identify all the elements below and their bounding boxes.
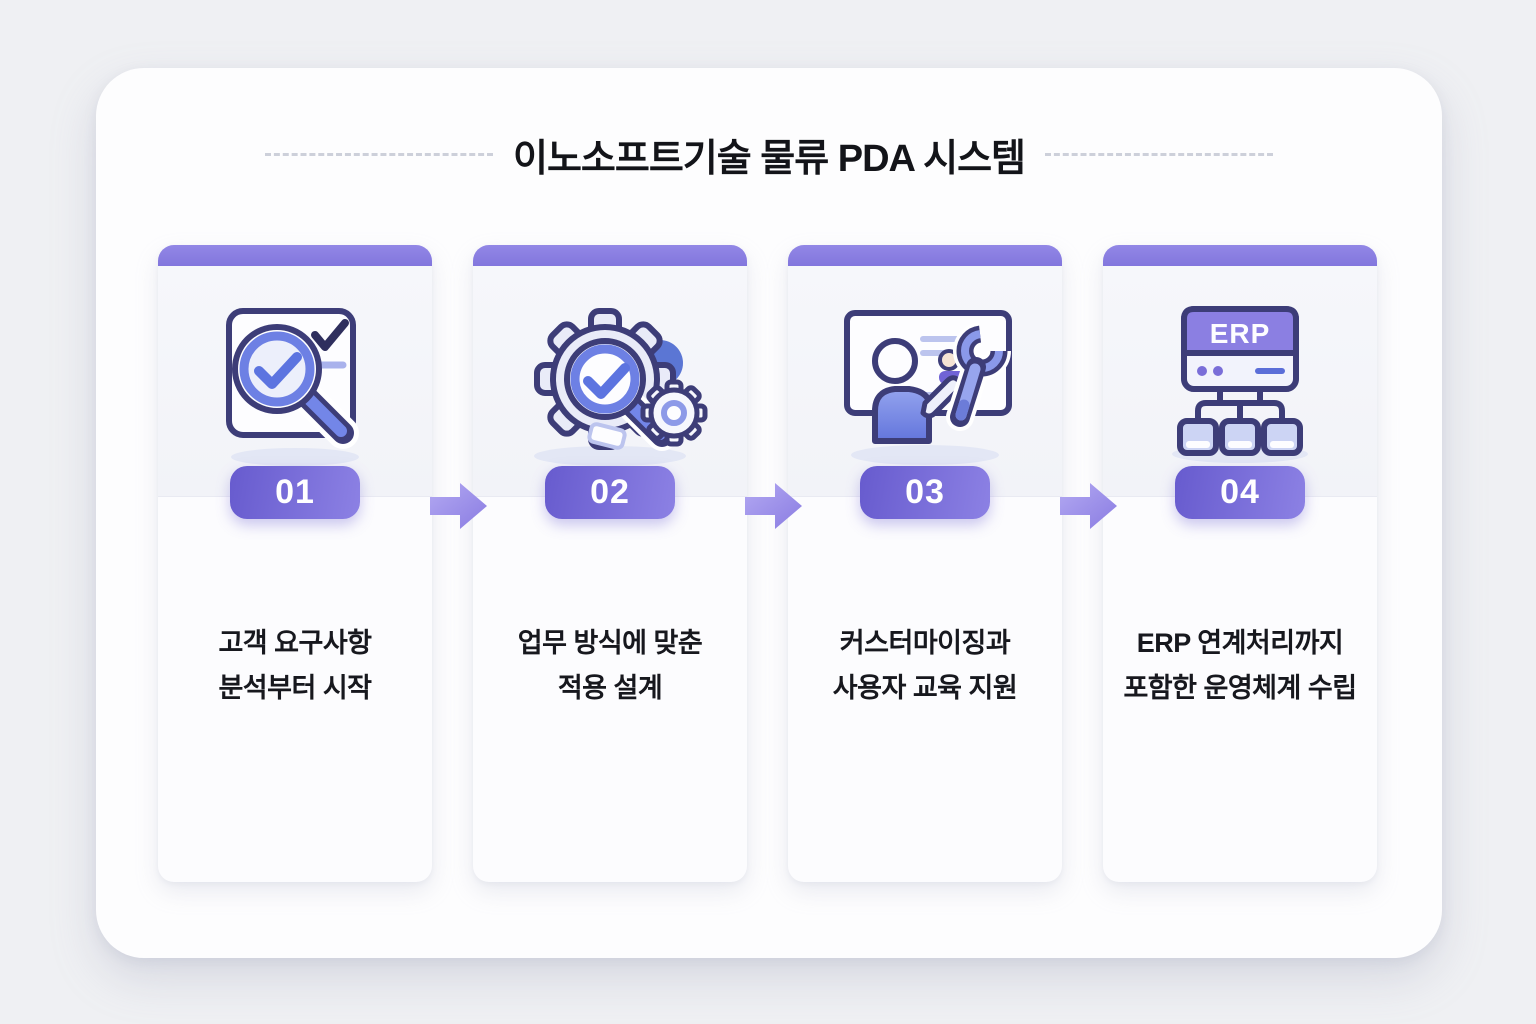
description-line-2: 포함한 운영체계 수립: [1123, 673, 1357, 703]
card-icon-area: [158, 266, 432, 497]
steps-row: 01 고객 요구사항 분석부터 시작: [158, 245, 1377, 882]
arrow-right-icon: [430, 483, 487, 529]
description-line-1: 고객 요구사항: [218, 628, 372, 658]
step-number-badge: 04: [1175, 466, 1305, 519]
svg-text:ERP: ERP: [1210, 318, 1271, 349]
description-line-1: ERP 연계처리까지: [1136, 628, 1344, 658]
step-number: 04: [1220, 473, 1260, 511]
step-description: 고객 요구사항 분석부터 시작: [166, 621, 424, 711]
title-dash-left: [264, 152, 493, 156]
step-number-badge: 03: [860, 466, 990, 519]
card-icon-area: ERP: [1103, 266, 1377, 497]
card-accent-bar: [1103, 245, 1377, 266]
card-accent-bar: [788, 245, 1062, 266]
description-line-2: 적용 설계: [557, 673, 663, 703]
gear-search-icon: [534, 308, 708, 466]
arrow-right-icon: [1060, 483, 1117, 529]
training-presentation-icon: [844, 310, 1012, 465]
step-card-4: ERP 04: [1103, 245, 1377, 882]
card-icon-area: [473, 266, 747, 497]
description-line-1: 커스터마이징과: [839, 628, 1011, 658]
search-checklist-icon: [226, 308, 359, 466]
step-number: 01: [275, 473, 315, 511]
step-description: 업무 방식에 맞춘 적용 설계: [481, 621, 739, 711]
title-dash-right: [1045, 152, 1273, 156]
description-line-2: 사용자 교육 지원: [832, 673, 1018, 703]
description-line-1: 업무 방식에 맞춘: [517, 628, 703, 658]
card-icon-area: [788, 266, 1062, 497]
arrow-right-icon: [745, 483, 802, 529]
step-number: 03: [905, 473, 945, 511]
step-description: 커스터마이징과 사용자 교육 지원: [796, 621, 1054, 711]
step-number-badge: 02: [545, 466, 675, 519]
card-accent-bar: [158, 245, 432, 266]
title-row: 이노소프트기술 물류 PDA 시스템: [96, 128, 1442, 180]
step-card-1: 01 고객 요구사항 분석부터 시작: [158, 245, 432, 882]
step-description: ERP 연계처리까지 포함한 운영체계 수립: [1111, 621, 1369, 711]
erp-network-icon: ERP: [1172, 306, 1308, 463]
step-card-2: 02 업무 방식에 맞춘 적용 설계: [473, 245, 747, 882]
page-title: 이노소프트기술 물류 PDA 시스템: [512, 137, 1026, 180]
step-number-badge: 01: [230, 466, 360, 519]
card-accent-bar: [473, 245, 747, 266]
step-card-3: 03 커스터마이징과 사용자 교육 지원: [788, 245, 1062, 882]
description-line-2: 분석부터 시작: [218, 673, 372, 703]
main-panel: 이노소프트기술 물류 PDA 시스템: [96, 68, 1442, 958]
step-number: 02: [590, 473, 630, 511]
